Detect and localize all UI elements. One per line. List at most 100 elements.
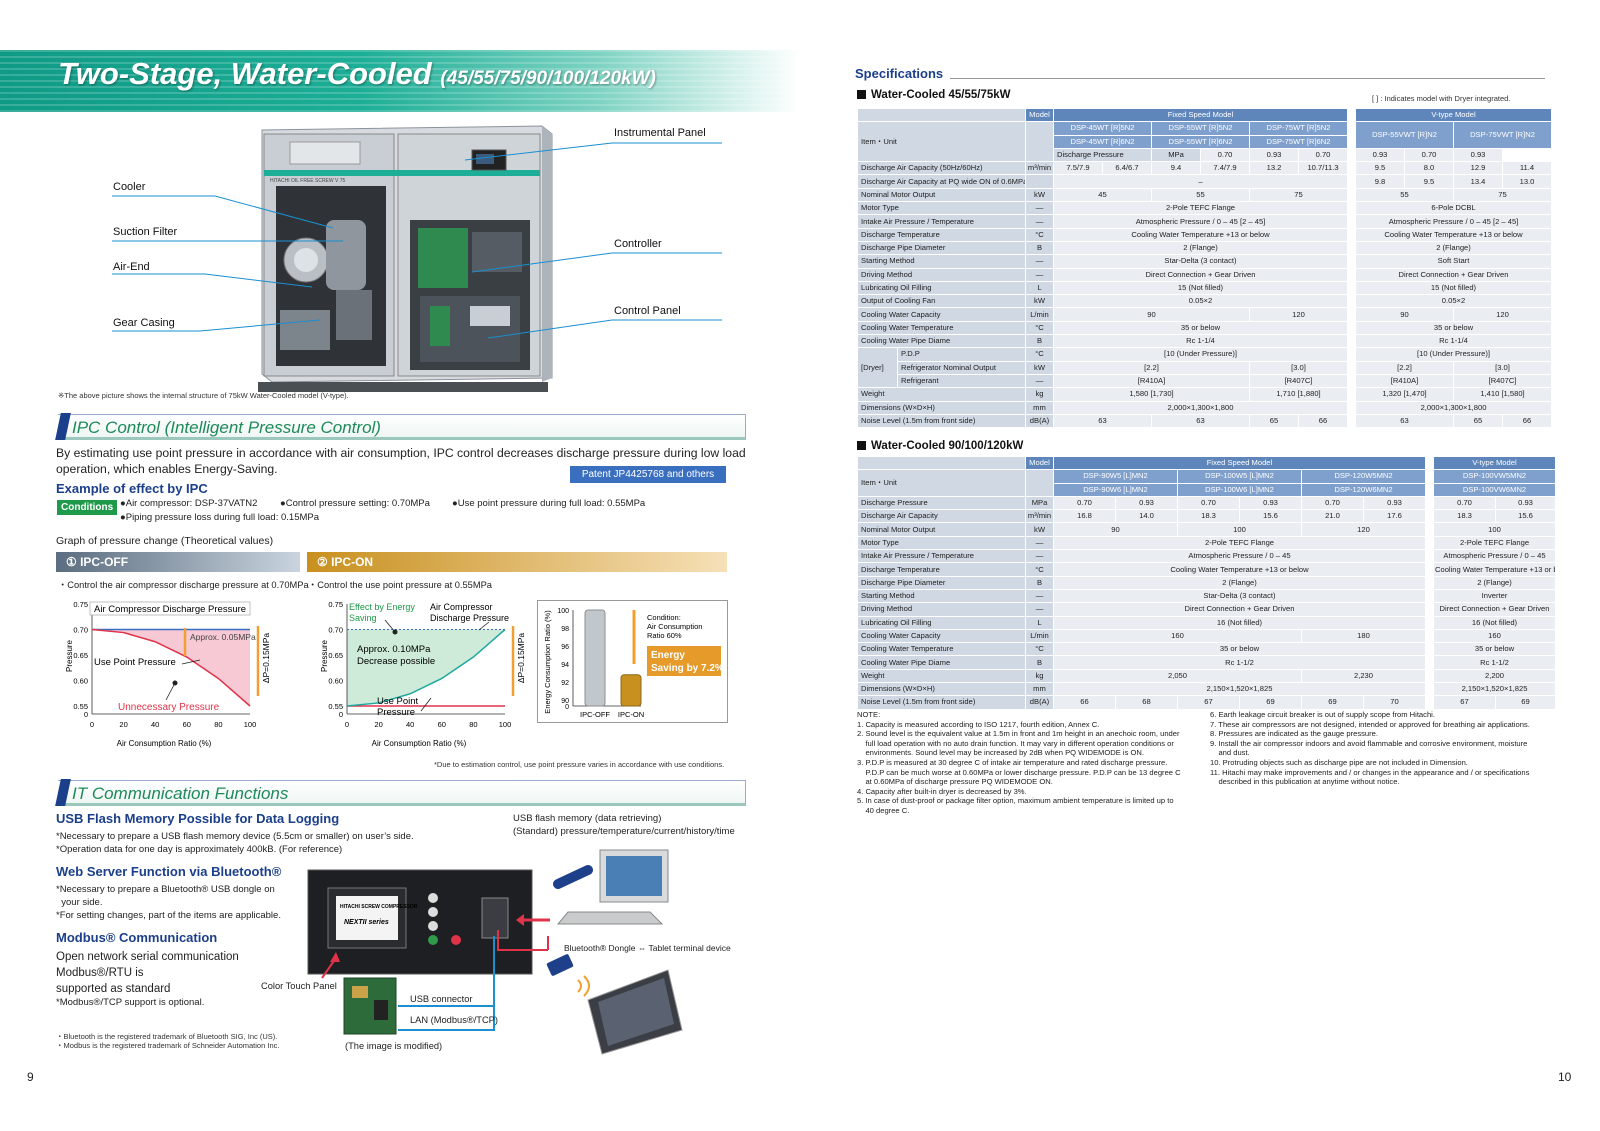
- data-cell: [R410A]: [1053, 373, 1250, 389]
- c1-ytick: 0.60: [73, 677, 88, 686]
- data-cell: 66: [1298, 413, 1348, 429]
- data-cell: 100: [1432, 522, 1557, 537]
- row-item: Nominal Motor Output: [857, 522, 1026, 537]
- table-cell: [1347, 188, 1356, 202]
- data-cell: 0.70: [1301, 495, 1364, 511]
- table-cell: [1347, 307, 1356, 322]
- data-cell: 2 (Flange): [1432, 575, 1557, 590]
- c1-xtick: 80: [214, 720, 222, 729]
- table-cell: [1425, 456, 1434, 470]
- page-number-right: 10: [1558, 1070, 1572, 1084]
- ipc-heading: IPC Control (Intelligent Pressure Contro…: [72, 418, 381, 437]
- note-line: 9. Install the air compressor indoors an…: [1210, 738, 1528, 748]
- model-name: DSP-75VWT [R]N2: [1452, 121, 1553, 149]
- trademark-2: ・Modbus is the registered trademark of S…: [56, 1041, 280, 1050]
- photo-note: ※The above picture shows the internal st…: [58, 391, 349, 400]
- table-cell: [1425, 509, 1434, 523]
- table-cell: [1347, 387, 1356, 402]
- c1-xtick: 0: [90, 720, 94, 729]
- table-row: Noise Level (1.5m from front side)dB(A)6…: [857, 413, 1553, 429]
- row-item: Discharge Air Capacity: [857, 509, 1026, 524]
- c3-ylabel: Energy Consumption Ratio (%): [543, 610, 552, 714]
- note-line: 11. Hitachi may make improvements and / …: [1210, 767, 1530, 777]
- row-item: Refrigerator Nominal Output: [897, 360, 1026, 375]
- row-unit: B: [1025, 655, 1054, 670]
- c2-ytick: 0.55: [328, 702, 343, 711]
- note-line: 7. These air compressors are not designe…: [1210, 719, 1530, 729]
- usb-stick-icon: [553, 865, 593, 889]
- row-unit: B: [1025, 240, 1054, 256]
- data-cell: 1,410 [1,580]: [1452, 387, 1553, 402]
- row-item: Refrigerant: [897, 373, 1026, 389]
- c1-unnecessary-label: Unnecessary Pressure: [118, 702, 220, 713]
- row-unit: °C: [1025, 227, 1054, 242]
- data-cell: 65: [1453, 413, 1503, 429]
- data-cell: 2,150×1,520×1,825: [1432, 682, 1557, 697]
- table-cell: [1025, 469, 1054, 497]
- row-unit: —: [1025, 373, 1054, 389]
- note-line: at 0.60MPa of discharge pressure PQ WIDE…: [857, 777, 1053, 787]
- row-item: Cooling Water Capacity: [857, 307, 1026, 322]
- data-cell: 75: [1452, 187, 1553, 203]
- row-item: Cooling Water Pipe Diame: [857, 655, 1026, 670]
- ipc-off-desc: ・Control the air compressor discharge pr…: [58, 580, 309, 590]
- note-line: 40 degree C.: [857, 805, 910, 815]
- row-unit: °C: [1025, 562, 1054, 577]
- c3-saving-2: Saving by 7.2%: [651, 663, 724, 674]
- image-modified-note: (The image is modified): [345, 1041, 443, 1051]
- model-name: DSP-100VW6MN2: [1432, 482, 1557, 497]
- data-cell: 160: [1432, 628, 1557, 644]
- table-row: Starting Method—Star-Delta (3 contact)So…: [857, 254, 1553, 269]
- data-cell: 2-Pole TEFC Flange: [1053, 201, 1348, 216]
- item-unit-label: Item・Unit: [857, 469, 1026, 497]
- bar-ipc-off: [584, 609, 606, 707]
- patent-badge: Patent JP4425768 and others: [570, 466, 726, 483]
- row-item: Discharge Temperature: [857, 227, 1026, 242]
- modbus-text-1: Open network serial communication: [56, 951, 239, 963]
- c2-xtick: 40: [406, 720, 414, 729]
- row-item: Motor Type: [857, 201, 1026, 216]
- energy-saving-area: [347, 629, 505, 706]
- c1-ytick: 0.65: [73, 651, 88, 660]
- condition-1: ●Air compressor: DSP-37VATN2: [120, 498, 258, 509]
- data-cell: 120: [1301, 522, 1426, 537]
- machine-brand: HITACHI OIL FREE SCREW V 75: [270, 178, 346, 184]
- title-models: (45/55/75/90/100/120kW): [440, 68, 656, 89]
- row-item: Cooling Water Capacity: [857, 628, 1026, 644]
- data-cell: 7.5/7.9: [1053, 161, 1103, 176]
- data-cell: 0.70: [1200, 147, 1250, 163]
- data-cell: 180: [1301, 628, 1426, 644]
- spec-title: Specifications: [855, 66, 944, 81]
- control-board: [343, 977, 397, 1035]
- data-cell: 0.93: [1239, 495, 1302, 511]
- data-cell: 10.7/11.3: [1298, 161, 1348, 176]
- data-cell: 90: [1355, 307, 1454, 322]
- data-cell: [R410A]: [1355, 373, 1454, 389]
- c2-ytick: 0.70: [328, 626, 343, 635]
- row-item: Lubricating Oil Filling: [857, 615, 1026, 630]
- page-number-left: 9: [27, 1070, 34, 1084]
- data-cell: 2-Pole TEFC Flange: [1432, 535, 1557, 551]
- model-name: DSP-75WT [R]5N2: [1249, 121, 1348, 136]
- row-item: Discharge Pipe Diameter: [857, 575, 1026, 590]
- table-row: Driving Method—Direct Connection + Gear …: [857, 267, 1553, 282]
- c1-xtick: 20: [119, 720, 127, 729]
- note-line: 10. Protruding objects such as discharge…: [1210, 757, 1468, 767]
- note-line: 6. Earth leakage circuit breaker is out …: [1210, 710, 1435, 719]
- row-item: Discharge Pressure: [857, 495, 1026, 511]
- row-unit: L/min: [1025, 628, 1054, 644]
- c1-xlabel: Air Consumption Ratio (%): [117, 739, 212, 748]
- row-item: Starting Method: [857, 254, 1026, 269]
- data-cell: 2 (Flange): [1053, 240, 1348, 256]
- c3-ytick: 98: [561, 626, 569, 633]
